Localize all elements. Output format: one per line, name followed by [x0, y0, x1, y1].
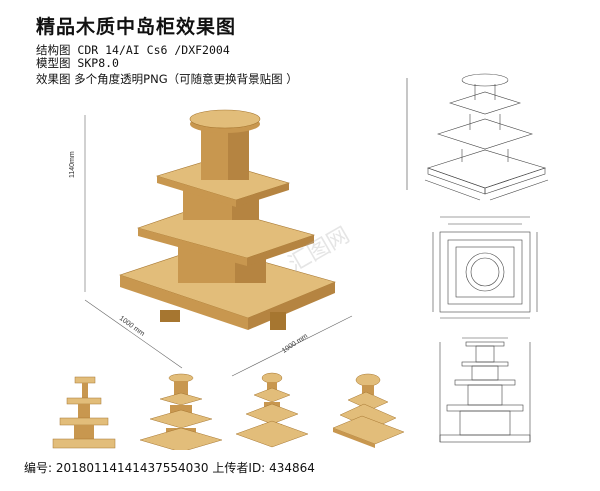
thumbnail-4 — [332, 373, 405, 448]
footer-number-label: 编号: — [24, 461, 53, 475]
main-shelf-render — [119, 109, 336, 330]
footer-uploader-label: 上传者ID: — [212, 461, 266, 475]
footer-uploader-id: 434864 — [269, 461, 315, 475]
footer-info: 编号: 20180114141437554030 上传者ID: 434864 — [24, 459, 315, 476]
height-dimension-label: 1140mm — [69, 151, 76, 178]
page-title: 精品木质中岛柜效果图 — [36, 16, 237, 38]
footer-bar — [0, 450, 600, 491]
thumbnail-2 — [139, 373, 223, 453]
tech-drawing-front-view — [439, 337, 531, 443]
model-format-text: 模型图 SKP8.0 — [36, 56, 119, 70]
dimension-lines — [84, 115, 353, 377]
thumbnail-1 — [52, 376, 116, 449]
render-format-text: 效果图 多个角度透明PNG（可随意更换背景贴图 ） — [36, 72, 298, 86]
tech-drawing-top-view — [432, 216, 538, 319]
tech-drawing-iso — [406, 73, 549, 201]
thumbnail-3 — [235, 372, 309, 448]
structure-format-text: 结构图 CDR 14/AI Cs6 /DXF2004 — [36, 43, 230, 57]
footer-number: 20180114141437554030 — [55, 461, 209, 475]
